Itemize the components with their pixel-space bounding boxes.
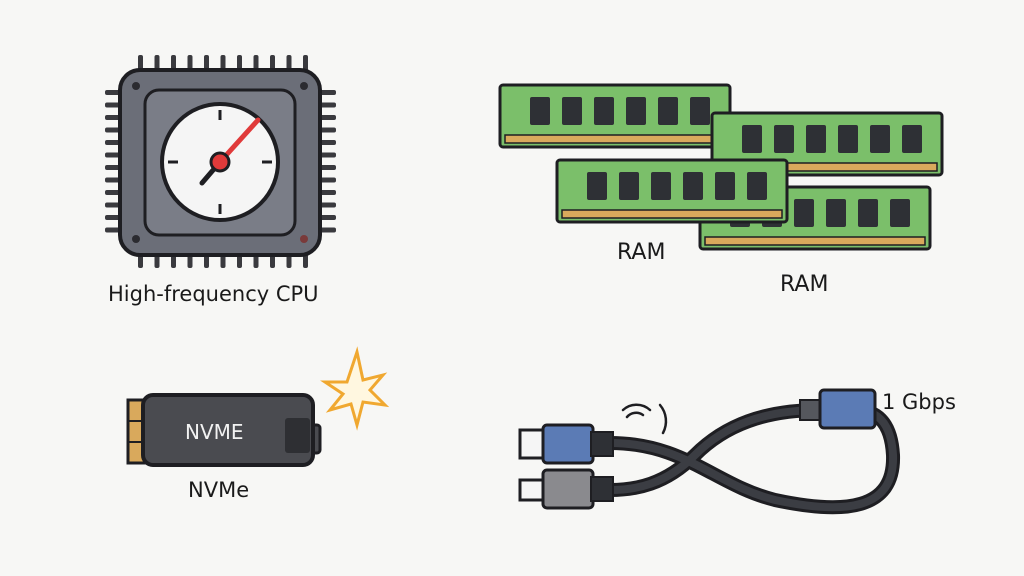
cpu-pin xyxy=(318,152,336,158)
cable-speed-label: 1 Gbps xyxy=(882,390,956,414)
nvme-icon xyxy=(126,346,390,467)
ram-label-1: RAM xyxy=(617,240,666,265)
spark-icon xyxy=(320,346,390,431)
connector-gray xyxy=(541,468,595,510)
cpu-pin xyxy=(318,115,336,120)
cpu-pin xyxy=(318,102,336,108)
cpu-pin xyxy=(318,165,336,170)
cpu-pin xyxy=(318,227,336,233)
cpu-pin xyxy=(318,90,336,95)
cpu-pin xyxy=(318,202,336,208)
ram-label-2: RAM xyxy=(780,272,829,297)
wireless-icon xyxy=(621,403,668,435)
ram-icon xyxy=(498,83,944,251)
nvme-chip-text: NVME xyxy=(185,420,244,444)
cpu-icon xyxy=(105,55,336,268)
cpu-pin xyxy=(318,215,336,220)
cpu-label: High-frequency CPU xyxy=(108,282,319,306)
cpu-pin xyxy=(318,190,336,195)
connector-blue xyxy=(541,423,595,465)
ram-stick xyxy=(498,83,732,149)
cpu-pin xyxy=(318,140,336,145)
nvme-label: NVMe xyxy=(188,478,250,502)
nvme-body xyxy=(141,393,315,467)
cable-icon xyxy=(518,388,901,515)
cpu-pin xyxy=(318,127,336,133)
ram-stick xyxy=(555,158,789,224)
cpu-pin xyxy=(318,177,336,183)
connector-top xyxy=(818,388,877,430)
